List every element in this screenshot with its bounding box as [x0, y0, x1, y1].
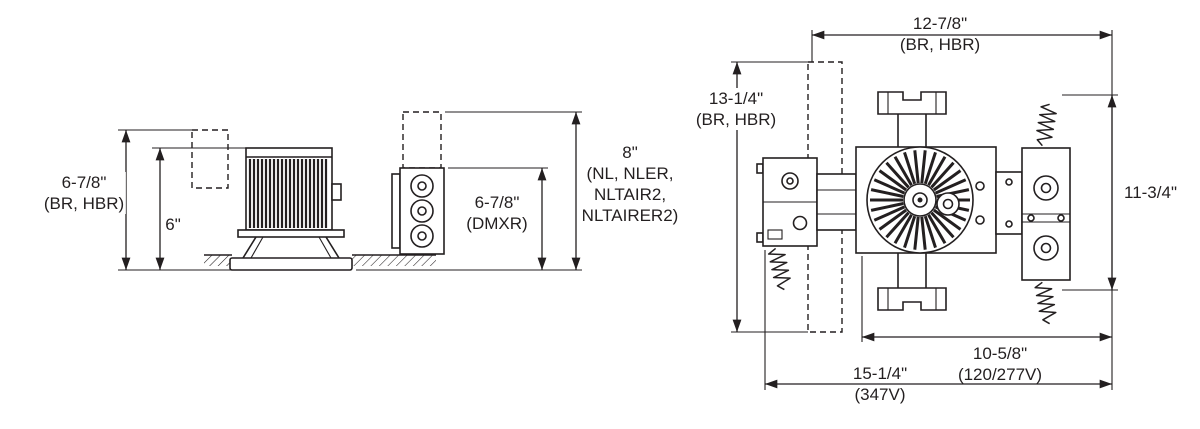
dim-label-nl-height: 8" (NL, NLER, NLTAIR2, NLTAIRER2) [581, 143, 679, 225]
dim-label-overall-height-side: 6-7/8" (BR, HBR) [41, 172, 127, 214]
fixture-pan [855, 146, 997, 254]
junction-box-right-top [1021, 147, 1071, 281]
dim-label-depth-br-hbr: 13-1/4" (BR, HBR) [693, 88, 779, 130]
side-view [118, 111, 582, 271]
housing-tab [331, 183, 342, 201]
dashed-box-side-right [402, 111, 442, 169]
trim-reflector [229, 229, 353, 271]
dim-depth-overall [1062, 94, 1118, 291]
dashed-box-side-left [191, 129, 229, 189]
dim-overall-height-side [118, 129, 232, 271]
dim-label-width-120-277v: 10-5/8" (120/277V) [957, 344, 1043, 384]
dim-dmxr-height [448, 167, 548, 270]
dim-label-housing-height-side: 6" [165, 215, 181, 234]
dim-label-depth-overall: 11-3/4" [1124, 183, 1177, 202]
dim-label-width-347v: 15-1/4" (347V) [852, 364, 908, 404]
dim-label-dmxr-height: 6-7/8" (DMXR) [466, 193, 528, 233]
dim-nl-height [356, 111, 582, 271]
mounting-plate-left [816, 173, 857, 231]
socket-cup [936, 192, 960, 216]
mounting-plate-right [995, 171, 1023, 235]
heatsink-housing [245, 147, 342, 231]
dim-width-347v [764, 250, 1112, 390]
flex-spring-bottom-left [767, 247, 791, 291]
flex-spring-bottom-right [1034, 281, 1057, 325]
top-view [731, 30, 1118, 390]
mounting-bracket-top [877, 91, 947, 147]
mounting-bracket-bottom [877, 253, 947, 311]
dim-label-width-br-hbr: 12-7/8" (BR, HBR) [899, 14, 981, 54]
trim-flange [229, 257, 353, 271]
junction-box-left-top [756, 157, 818, 247]
dim-housing-height-side [152, 147, 246, 270]
heatsink-fins [248, 159, 328, 228]
dim-width-120-277v [861, 256, 1112, 342]
junction-box-side [391, 111, 445, 255]
flex-spring-top-right [1036, 103, 1057, 147]
ceiling-hatch [204, 254, 436, 266]
